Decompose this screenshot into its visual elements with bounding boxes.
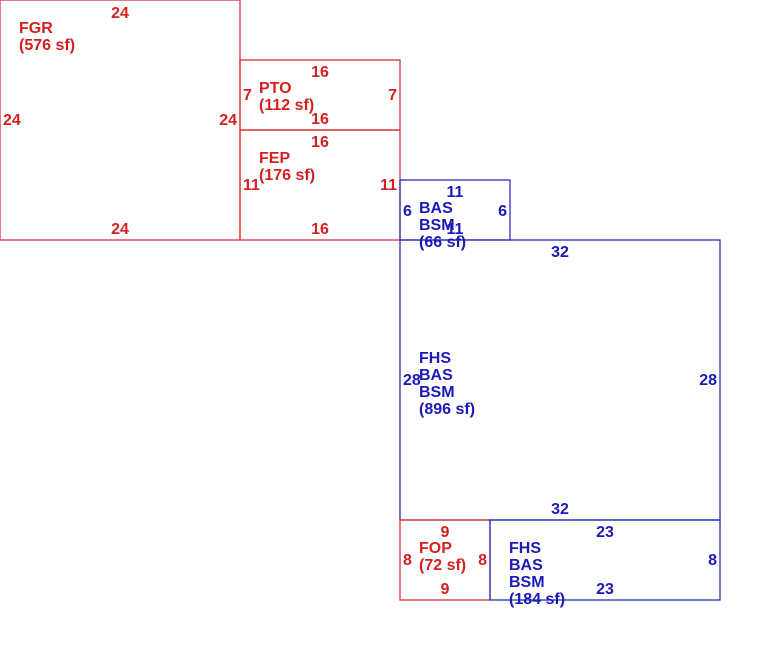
- area-bas-small: BAS BSM (66 sf) 11 11 6 6: [399, 179, 511, 251]
- area-bas-small-dim-top: 11: [447, 184, 464, 201]
- area-fep-sqft: (176 sf): [259, 167, 315, 184]
- area-fop-dim-left: 8: [403, 552, 412, 569]
- area-pto-sqft: (112 sf): [259, 97, 314, 114]
- area-bas-small-dim-right: 6: [498, 203, 507, 220]
- area-fop-dim-right: 8: [478, 552, 487, 569]
- area-pto-dim-right: 7: [388, 87, 397, 104]
- area-bas-small-code-1: BAS: [419, 200, 453, 217]
- area-fhs-main-code-2: BAS: [419, 367, 453, 384]
- area-fgr-code: FGR: [19, 20, 53, 37]
- area-fgr: FGR (576 sf) 24 24 24 24: [0, 0, 241, 241]
- area-fep-dim-top: 16: [311, 134, 329, 151]
- area-fhs-main-code-3: BSM: [419, 384, 455, 401]
- area-fhs-bottom-dim-bottom: 23: [596, 581, 614, 598]
- area-fhs-main-sqft: (896 sf): [419, 401, 475, 418]
- area-pto: PTO (112 sf) 16 16 7 7: [239, 59, 401, 131]
- area-fhs-main-dim-left: 28: [403, 372, 421, 389]
- area-fop-dim-bottom: 9: [441, 581, 450, 598]
- area-bas-small-dim-bottom: 11: [447, 221, 464, 238]
- area-fgr-dim-bottom: 24: [111, 221, 129, 238]
- area-fgr-dim-top: 24: [111, 5, 129, 22]
- area-fep-dim-bottom: 16: [311, 221, 329, 238]
- area-fop-code: FOP: [419, 540, 452, 557]
- area-bas-small-code-2: BSM: [419, 217, 455, 234]
- area-fhs-main-dim-top: 32: [551, 244, 569, 261]
- area-fhs-main-code-1: FHS: [419, 350, 451, 367]
- area-fgr-dim-left: 24: [3, 112, 21, 129]
- area-fgr-sqft: (576 sf): [19, 37, 75, 54]
- area-fep-dim-right: 11: [380, 177, 397, 194]
- area-bas-small-sqft: (66 sf): [419, 234, 466, 251]
- area-fhs-bottom: FHS BAS BSM (184 sf) 23 23 8: [489, 519, 721, 608]
- area-fhs-bottom-code-1: FHS: [509, 540, 541, 557]
- area-fhs-bottom-dim-right: 8: [708, 552, 717, 569]
- area-fep-dim-left: 11: [243, 177, 260, 194]
- area-fop-sqft: (72 sf): [419, 557, 466, 574]
- area-fhs-main: FHS BAS BSM (896 sf) 32 32 28 28: [399, 239, 721, 521]
- area-fhs-bottom-sqft: (184 sf): [509, 591, 565, 608]
- area-bas-small-dim-left: 6: [403, 203, 412, 220]
- area-fhs-main-dim-bottom: 32: [551, 501, 569, 518]
- area-fhs-main-dim-right: 28: [699, 372, 717, 389]
- area-pto-code: PTO: [259, 80, 292, 97]
- area-fop: FOP (72 sf) 9 9 8 8: [399, 519, 491, 601]
- area-fgr-dim-right: 24: [219, 112, 237, 129]
- area-fhs-bottom-outline: [489, 519, 721, 601]
- area-pto-dim-bottom: 16: [311, 111, 329, 128]
- area-pto-dim-top: 16: [311, 64, 329, 81]
- area-fep-code: FEP: [259, 150, 290, 167]
- area-fhs-bottom-dim-top: 23: [596, 524, 614, 541]
- area-fhs-bottom-code-3: BSM: [509, 574, 545, 591]
- area-fop-dim-top: 9: [441, 524, 450, 541]
- area-pto-dim-left: 7: [243, 87, 252, 104]
- area-fep: FEP (176 sf) 16 16 11 11: [239, 129, 401, 241]
- area-fhs-bottom-code-2: BAS: [509, 557, 543, 574]
